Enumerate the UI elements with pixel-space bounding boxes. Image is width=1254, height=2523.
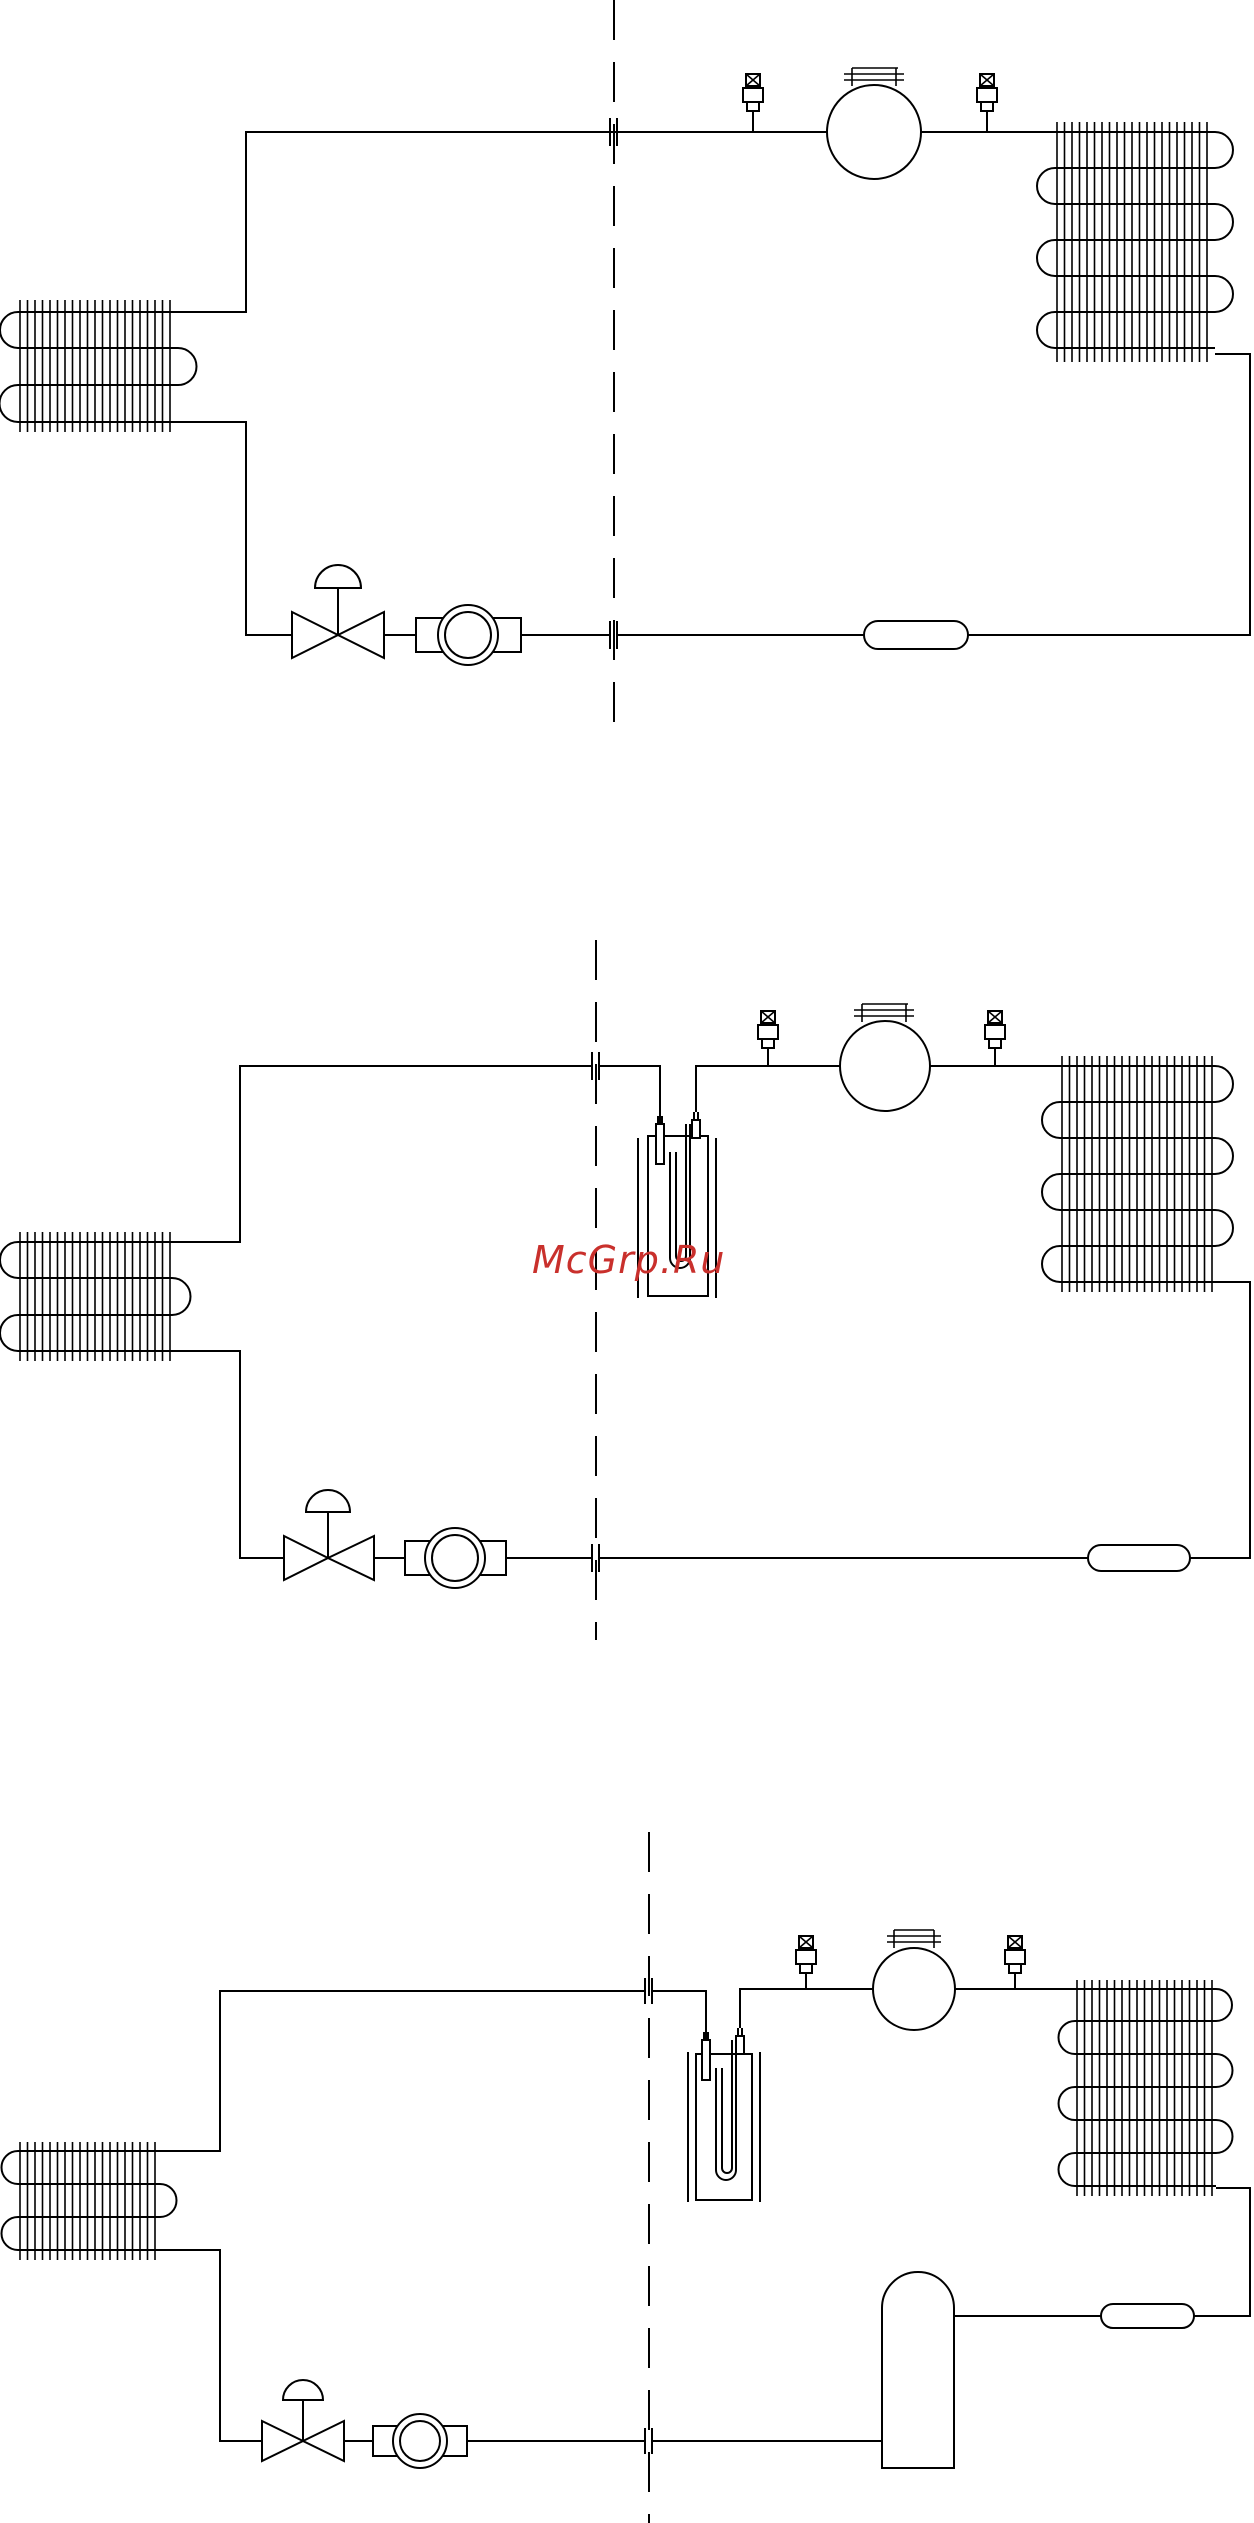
evaporator-fins	[20, 1232, 170, 1361]
service-valve-suction	[796, 1936, 816, 1989]
evaporator-coil	[0, 300, 197, 432]
condenser-coil	[968, 122, 1250, 635]
compressor	[873, 1930, 955, 2030]
service-valve-discharge	[1005, 1936, 1025, 1989]
quick-coupling-bottom	[645, 2428, 652, 2454]
scheme-1-basic	[0, 0, 1250, 735]
service-valve-discharge	[977, 74, 997, 132]
liquid-line	[968, 354, 1250, 635]
sight-glass	[416, 605, 521, 665]
suction-line	[175, 1066, 592, 1242]
compressor	[840, 1004, 930, 1111]
liquid-line	[1194, 2188, 1250, 2316]
scheme-3-with-receiver	[2, 1832, 1251, 2523]
service-valve-suction	[743, 74, 763, 132]
filter-drier	[1101, 2304, 1194, 2328]
filter-drier	[864, 621, 968, 649]
expansion-valve	[262, 2380, 344, 2461]
liquid-receiver	[882, 2272, 954, 2468]
condenser-fins	[1057, 122, 1207, 362]
evaporator-fins	[20, 2142, 155, 2260]
liquid-line	[1190, 1282, 1250, 1558]
sight-glass	[405, 1528, 506, 1588]
condenser-fins	[1062, 1056, 1212, 1292]
compressor	[827, 68, 921, 179]
condenser-coil	[1042, 1056, 1250, 1558]
evaporator-coil	[2, 2142, 177, 2260]
evaporator-fins	[20, 300, 170, 432]
expansion-valve	[284, 1490, 374, 1580]
condenser-coil	[1059, 1980, 1250, 2316]
suction-line	[162, 1991, 645, 2151]
scheme-2-with-heat-exchanger	[0, 940, 1250, 1640]
heat-exchanger	[688, 2028, 760, 2202]
evaporator-coil	[0, 1232, 191, 1361]
filter-drier	[1088, 1545, 1190, 1571]
sight-glass	[373, 2414, 467, 2468]
service-valve-suction	[758, 1011, 778, 1066]
expansion-valve	[292, 565, 384, 658]
watermark-text: McGrp.Ru	[532, 1238, 732, 1282]
suction-line	[180, 132, 827, 312]
service-valve-discharge	[985, 1011, 1005, 1066]
